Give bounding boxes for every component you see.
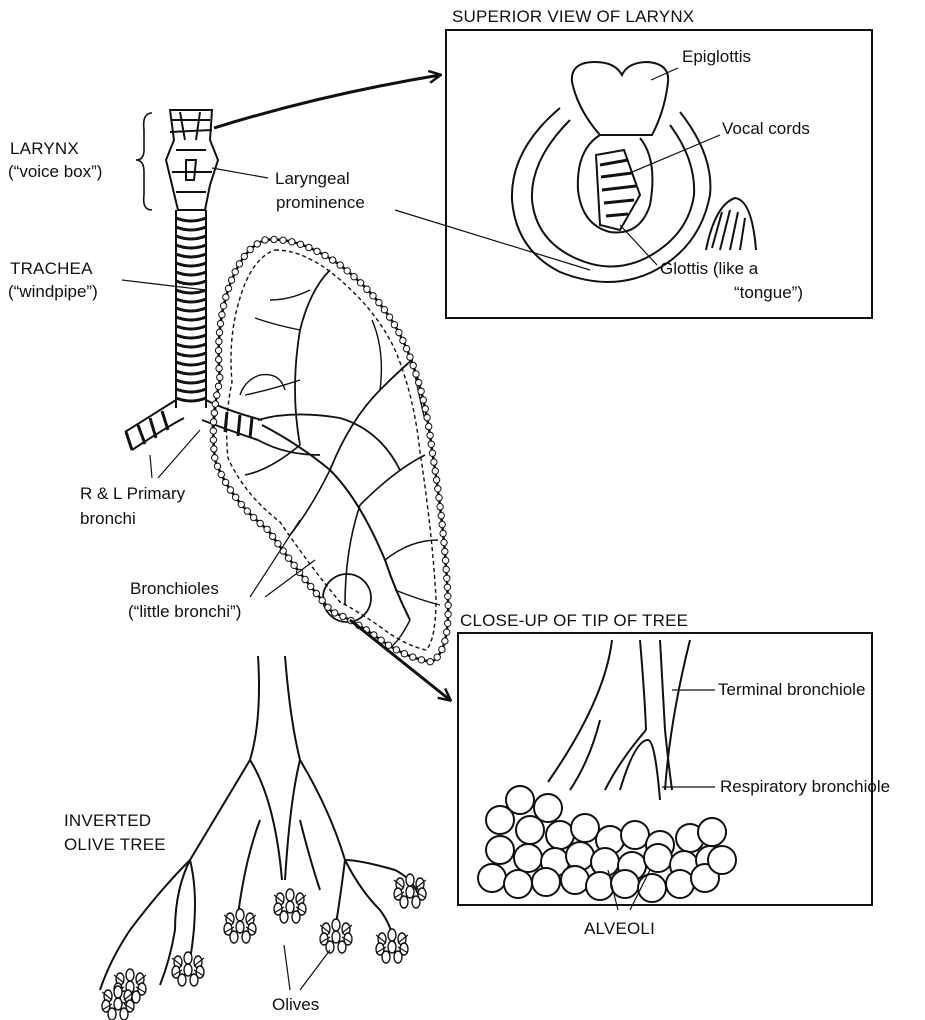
laryngeal-prominence-label-line2: prominence (276, 192, 365, 214)
respiratory-bronchiole-label: Respiratory bronchiole (720, 776, 890, 798)
alveoli-label: ALVEOLI (584, 918, 655, 940)
primary-bronchi-drawing (125, 400, 262, 450)
glottis-label-line1: Glottis (like a (660, 258, 758, 280)
bronchioles-label-line1: Bronchioles (130, 578, 219, 600)
alveoli-cluster (478, 786, 736, 902)
olive-tree-title-line1: INVERTED (64, 810, 151, 832)
larynx-label-line1: LARYNX (10, 138, 79, 160)
closeup-title: CLOSE-UP OF TIP OF TREE (460, 610, 688, 632)
larynx-drawing (136, 110, 218, 210)
larynx-view-frame (446, 30, 872, 318)
larynx-view-drawing (512, 62, 756, 282)
closeup-drawing (548, 640, 690, 800)
lung-drawing (210, 236, 451, 665)
larynx-label-line2: (“voice box”) (8, 161, 102, 183)
trachea-label-line1: TRACHEA (10, 258, 93, 280)
olive-clusters (102, 874, 426, 1020)
trachea-drawing (176, 210, 206, 408)
larynx-view-title: SUPERIOR VIEW OF LARYNX (452, 6, 694, 28)
trachea-label-line2: (“windpipe”) (8, 281, 98, 303)
vocal-cords-label: Vocal cords (722, 118, 810, 140)
olives-label: Olives (272, 994, 319, 1016)
epiglottis-label: Epiglottis (682, 46, 751, 68)
bronchioles-label-line2: (“little bronchi”) (128, 601, 241, 623)
laryngeal-prominence-label-line1: Laryngeal (275, 168, 350, 190)
bronchi-label-line1: R & L Primary (80, 483, 185, 505)
terminal-bronchiole-label: Terminal bronchiole (718, 679, 865, 701)
glottis-label-line2: “tongue”) (734, 282, 803, 304)
bronchi-label-line2: bronchi (80, 508, 136, 530)
olive-tree-title-line2: OLIVE TREE (64, 834, 166, 856)
